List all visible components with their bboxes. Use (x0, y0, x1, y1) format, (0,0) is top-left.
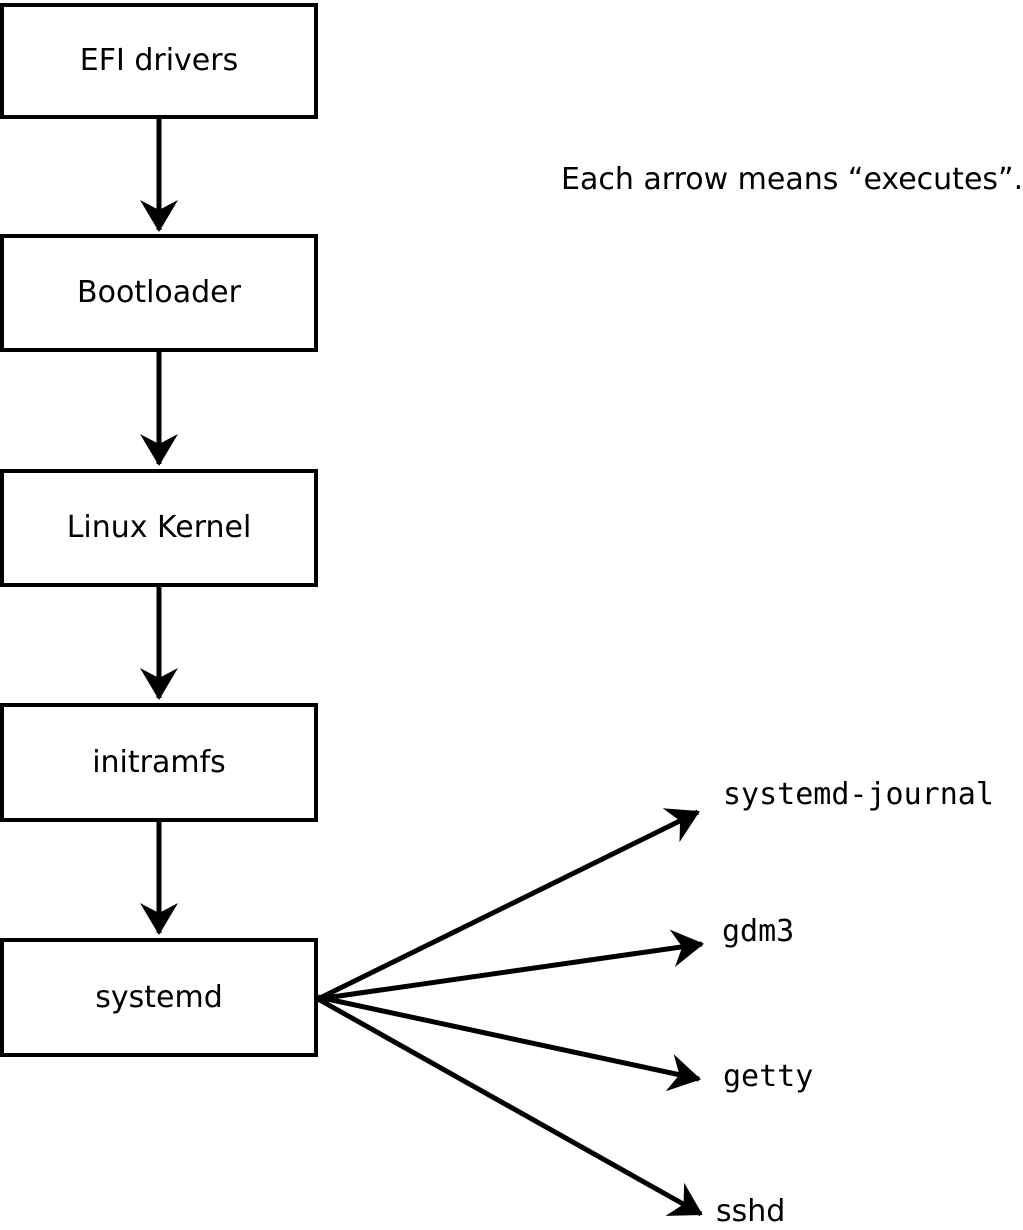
service-label-sshd: sshd (716, 1194, 786, 1229)
service-label-getty: getty (723, 1059, 814, 1094)
service-label-gdm3: gdm3 (722, 914, 795, 949)
annotation-text: Each arrow means “executes”. (561, 162, 1023, 197)
node-bootloader-label: Bootloader (77, 275, 241, 310)
node-bootloader: Bootloader (0, 234, 318, 352)
node-efi-drivers: EFI drivers (0, 3, 318, 119)
arrow-systemd-to-systemd-journal (316, 808, 700, 1002)
node-initramfs: initramfs (0, 703, 318, 822)
node-systemd-label: systemd (95, 979, 223, 1015)
arrow-systemd-to-gdm3 (317, 929, 704, 1002)
node-initramfs-label: initramfs (92, 744, 226, 780)
service-label-systemd-journal: systemd-journal (723, 777, 994, 812)
node-linux-kernel-label: Linux Kernel (66, 510, 252, 545)
node-efi-drivers-label: EFI drivers (79, 43, 239, 78)
arrow-systemd-to-sshd (316, 996, 703, 1217)
node-linux-kernel: Linux Kernel (0, 469, 318, 587)
node-systemd: systemd (0, 938, 318, 1057)
arrow-systemd-to-getty (317, 994, 701, 1092)
